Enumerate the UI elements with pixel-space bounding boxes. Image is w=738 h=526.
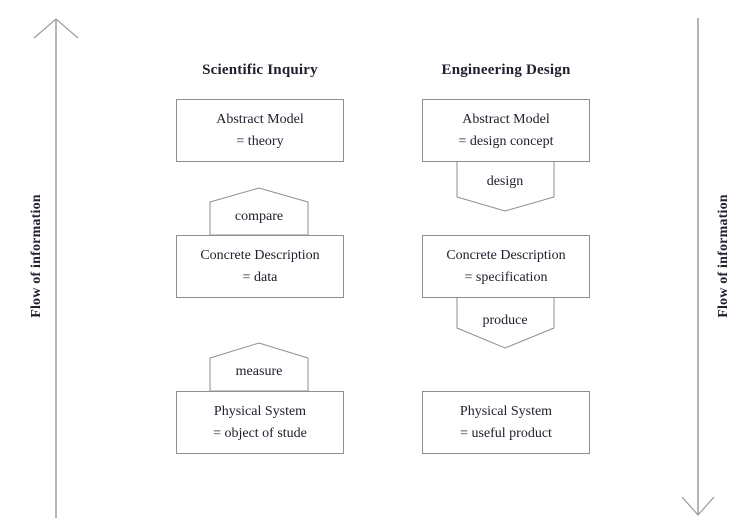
box-title: Physical System (459, 403, 553, 419)
box-title: Concrete Description (200, 247, 320, 263)
box-subtitle: = useful product (460, 425, 552, 441)
box-title: Abstract Model (462, 111, 550, 127)
connector-label-produce: produce (482, 313, 528, 328)
box-concrete-description-specification: Concrete Description = specification (422, 235, 590, 298)
column-heading-engineering-design: Engineering Design (441, 62, 571, 78)
flow-label-left: Flow of information (29, 194, 44, 318)
box-physical-system-object-of-study: Physical System = object of stude (176, 391, 344, 454)
box-title: Physical System (213, 403, 307, 419)
box-subtitle: = specification (464, 269, 548, 285)
box-abstract-model-theory: Abstract Model = theory (176, 99, 344, 162)
connector-label-measure: measure (235, 364, 283, 379)
box-subtitle: = object of stude (213, 425, 307, 441)
box-subtitle: = data (242, 269, 278, 285)
down-arrowhead-icon (681, 496, 715, 516)
flow-label-right: Flow of information (716, 194, 731, 318)
box-physical-system-useful-product: Physical System = useful product (422, 391, 590, 454)
box-title: Abstract Model (216, 111, 304, 127)
box-abstract-model-design-concept: Abstract Model = design concept (422, 99, 590, 162)
connector-label-design: design (486, 174, 524, 189)
box-subtitle: = theory (236, 133, 284, 149)
box-subtitle: = design concept (458, 133, 554, 149)
box-title: Concrete Description (446, 247, 566, 263)
connector-label-compare: compare (234, 209, 284, 224)
up-arrowhead-icon (33, 18, 79, 39)
box-concrete-description-data: Concrete Description = data (176, 235, 344, 298)
column-heading-scientific-inquiry: Scientific Inquiry (202, 62, 318, 78)
